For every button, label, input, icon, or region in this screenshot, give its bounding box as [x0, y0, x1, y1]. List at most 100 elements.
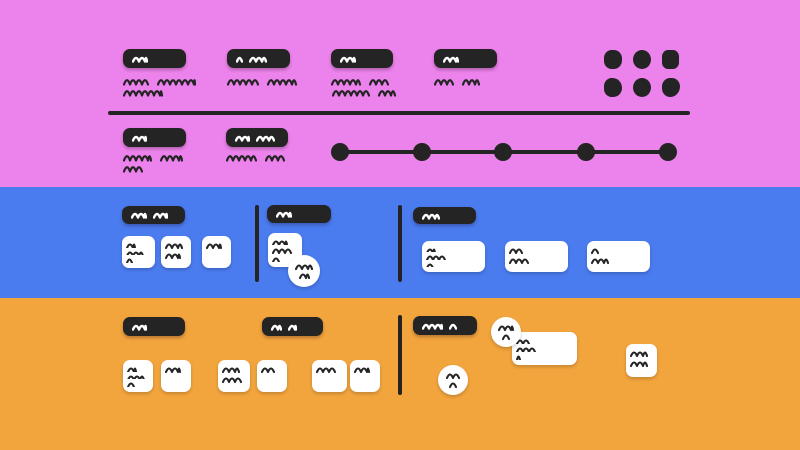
circle-scribble	[298, 273, 310, 280]
dot-blob	[633, 78, 651, 97]
card-scribble	[630, 361, 648, 368]
note-card	[626, 344, 657, 377]
pill-scribble	[249, 56, 267, 63]
timeline-dot	[577, 143, 595, 161]
band-orange-board	[0, 298, 800, 450]
card-scribble	[630, 351, 648, 358]
card-scribble	[516, 355, 521, 360]
pill-scribble	[256, 135, 275, 142]
note-card	[218, 360, 250, 392]
note-circle	[288, 255, 320, 287]
text-scribble	[226, 155, 257, 162]
text-scribble	[265, 155, 285, 162]
card-scribble	[165, 367, 181, 374]
pill-scribble	[443, 56, 459, 63]
scribble-text	[123, 76, 196, 87]
timeline-dot	[659, 143, 677, 161]
label-pill	[413, 207, 476, 224]
column-divider-line	[255, 205, 259, 282]
card-scribble	[516, 347, 536, 352]
card-scribble	[272, 248, 292, 254]
text-scribble	[123, 90, 163, 97]
label-pill	[123, 49, 186, 68]
circle-scribble	[498, 325, 514, 332]
scribble-text	[123, 152, 183, 163]
dot-blob	[633, 50, 651, 69]
card-scribble	[127, 382, 135, 388]
pill-scribble	[153, 212, 168, 219]
pill-scribble	[235, 135, 250, 142]
pill-scribble	[132, 56, 148, 63]
timeline-dot	[413, 143, 431, 161]
band-blue-board	[0, 187, 800, 298]
pill-scribble	[288, 324, 297, 331]
card-scribble	[126, 258, 133, 264]
card-scribble	[426, 255, 446, 260]
note-card	[587, 241, 650, 272]
card-scribble	[354, 367, 370, 374]
scribble-text	[332, 87, 396, 98]
card-scribble	[516, 339, 530, 344]
band-pink-timeline	[0, 0, 800, 187]
card-scribble	[126, 251, 144, 256]
circle-scribble	[449, 382, 457, 389]
dot-blob	[662, 78, 680, 97]
card-scribble	[222, 377, 242, 384]
label-pill	[331, 49, 393, 68]
note-circle	[491, 317, 521, 347]
text-scribble	[434, 79, 454, 86]
card-scribble	[316, 367, 336, 374]
note-circle	[438, 365, 468, 395]
note-card	[422, 241, 485, 272]
timeline-dot	[494, 143, 512, 161]
card-scribble	[127, 367, 137, 372]
card-scribble	[426, 248, 436, 253]
note-card	[312, 360, 347, 392]
pill-scribble	[132, 324, 147, 331]
card-scribble	[272, 257, 280, 262]
text-scribble	[123, 155, 152, 162]
column-divider-line	[398, 315, 402, 395]
card-scribble	[426, 263, 434, 267]
scribble-text	[123, 87, 163, 98]
card-scribble	[165, 253, 181, 260]
circle-scribble	[502, 334, 510, 341]
card-scribble	[261, 367, 275, 374]
label-pill	[226, 128, 288, 147]
note-card	[161, 360, 191, 392]
column-divider-line	[398, 205, 402, 282]
text-scribble	[369, 79, 389, 86]
circle-scribble	[446, 373, 460, 380]
note-card	[505, 241, 568, 272]
dot-blob	[604, 50, 622, 69]
card-scribble	[206, 243, 222, 250]
card-scribble	[509, 258, 529, 265]
card-scribble	[126, 243, 136, 248]
card-scribble	[509, 248, 523, 255]
card-scribble	[272, 240, 288, 246]
pill-scribble	[276, 211, 292, 218]
pill-scribble	[422, 213, 440, 220]
text-scribble	[267, 79, 297, 86]
pill-scribble	[271, 324, 282, 331]
circle-scribble	[295, 264, 313, 271]
text-scribble	[462, 79, 480, 86]
text-scribble	[332, 90, 370, 97]
scribble-text	[331, 76, 389, 87]
pill-scribble	[340, 56, 356, 63]
card-scribble	[591, 258, 609, 265]
card-scribble	[222, 367, 240, 374]
note-card	[350, 360, 380, 392]
note-card	[123, 360, 153, 392]
text-scribble	[378, 90, 396, 97]
text-scribble	[160, 155, 183, 162]
label-pill	[122, 206, 185, 224]
pill-scribble	[449, 323, 457, 330]
note-card	[122, 236, 155, 268]
pill-scribble	[132, 135, 147, 142]
scribble-text	[227, 76, 297, 87]
label-pill	[434, 49, 497, 68]
label-pill	[262, 317, 323, 336]
dot-blob	[604, 78, 622, 97]
